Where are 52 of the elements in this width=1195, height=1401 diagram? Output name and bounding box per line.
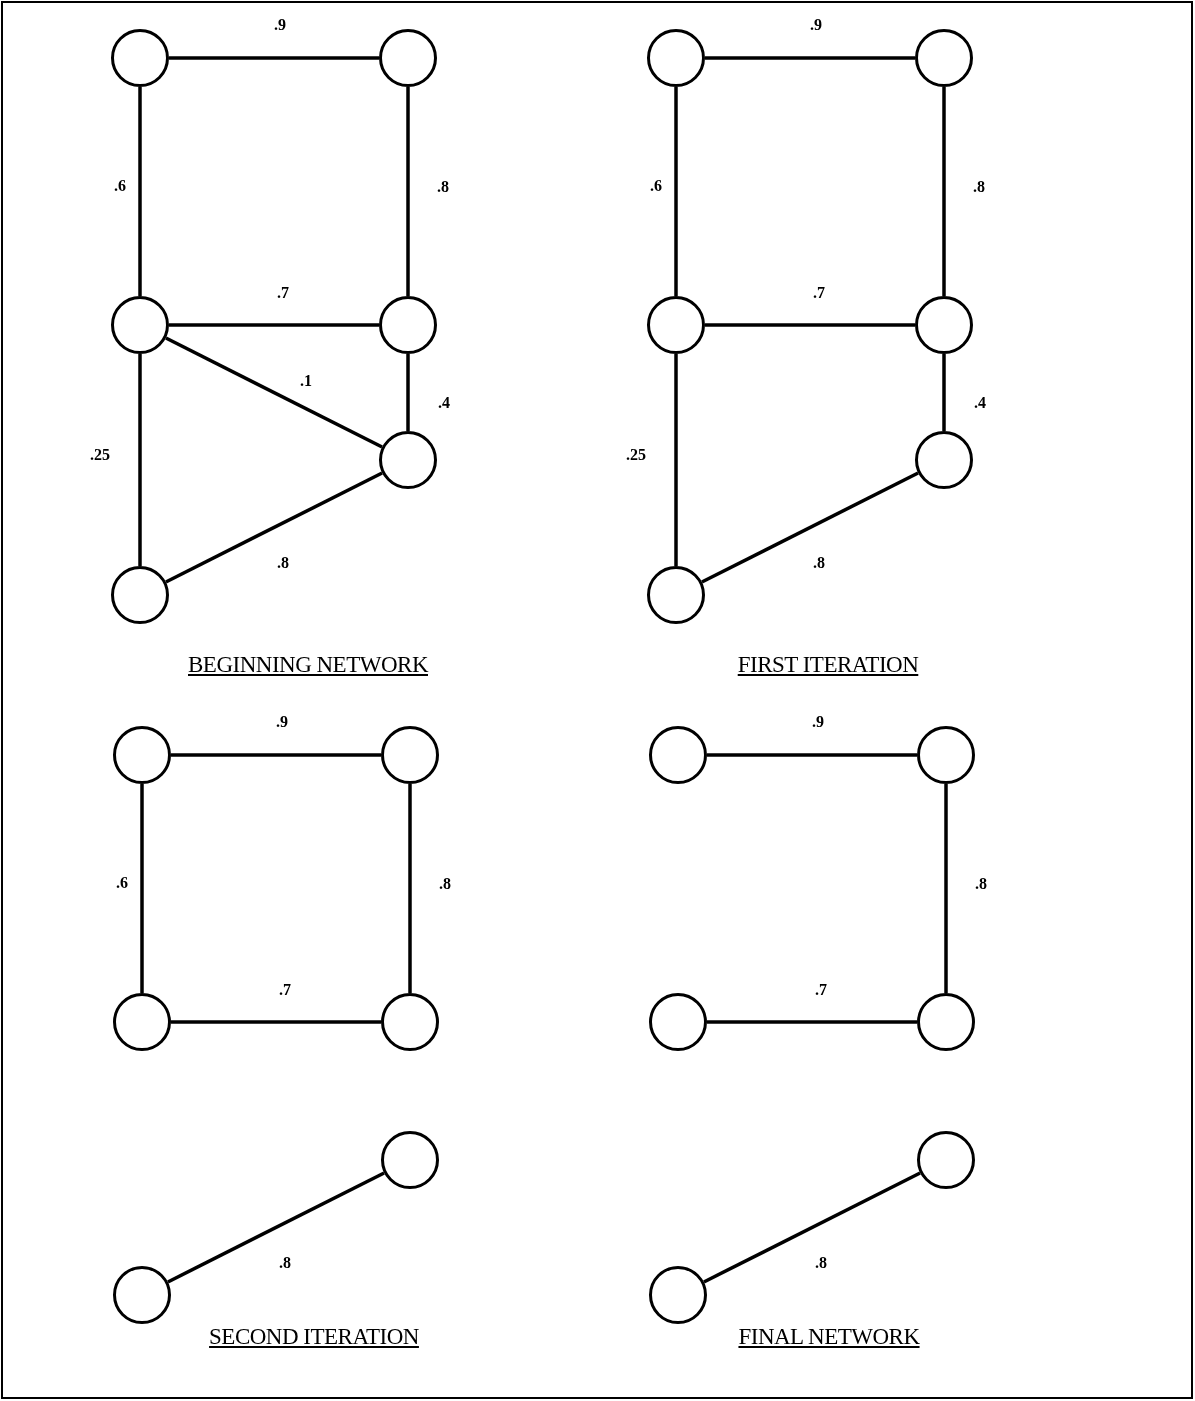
circle-node bbox=[379, 431, 437, 489]
connector-line bbox=[406, 354, 410, 431]
circle-node bbox=[649, 726, 707, 784]
circle-node bbox=[113, 1266, 171, 1324]
panel-title: SECOND ITERATION bbox=[209, 1324, 419, 1350]
connector-line bbox=[138, 87, 142, 296]
circle-node bbox=[917, 993, 975, 1051]
panel-title: FINAL NETWORK bbox=[738, 1324, 920, 1350]
connector-line bbox=[705, 323, 915, 327]
connector-line bbox=[165, 336, 383, 449]
panel-title: FIRST ITERATION bbox=[737, 652, 919, 678]
connector-line bbox=[138, 354, 142, 566]
circle-node bbox=[381, 1131, 439, 1189]
circle-node bbox=[111, 296, 169, 354]
connector-line bbox=[942, 354, 946, 431]
connector-line bbox=[705, 56, 915, 60]
circle-node bbox=[379, 296, 437, 354]
circle-node bbox=[915, 296, 973, 354]
connector-line bbox=[171, 753, 381, 757]
circle-node bbox=[113, 726, 171, 784]
connector-line bbox=[674, 87, 678, 296]
connector-line bbox=[944, 784, 948, 993]
circle-node bbox=[647, 566, 705, 624]
connector-line bbox=[165, 471, 383, 584]
connector-line bbox=[169, 56, 379, 60]
circle-node bbox=[381, 726, 439, 784]
connector-line bbox=[703, 1171, 921, 1284]
connector-line bbox=[707, 1020, 917, 1024]
connector-line bbox=[674, 354, 678, 566]
connector-line bbox=[140, 784, 144, 993]
circle-node bbox=[113, 993, 171, 1051]
circle-node bbox=[111, 29, 169, 87]
circle-node bbox=[647, 29, 705, 87]
panel-title: BEGINNING NETWORK bbox=[188, 652, 428, 678]
circle-node bbox=[917, 1131, 975, 1189]
circle-node bbox=[915, 431, 973, 489]
connector-line bbox=[171, 1020, 381, 1024]
connector-line bbox=[169, 323, 379, 327]
circle-node bbox=[379, 29, 437, 87]
circle-node bbox=[647, 296, 705, 354]
circle-node bbox=[381, 993, 439, 1051]
circle-node bbox=[649, 993, 707, 1051]
connector-line bbox=[942, 87, 946, 296]
circle-node bbox=[917, 726, 975, 784]
connector-line bbox=[408, 784, 412, 993]
connector-line bbox=[167, 1171, 385, 1284]
circle-node bbox=[915, 29, 973, 87]
connector-line bbox=[701, 471, 919, 584]
circle-node bbox=[111, 566, 169, 624]
circle-node bbox=[649, 1266, 707, 1324]
connector-line bbox=[406, 87, 410, 296]
connector-line bbox=[707, 753, 917, 757]
